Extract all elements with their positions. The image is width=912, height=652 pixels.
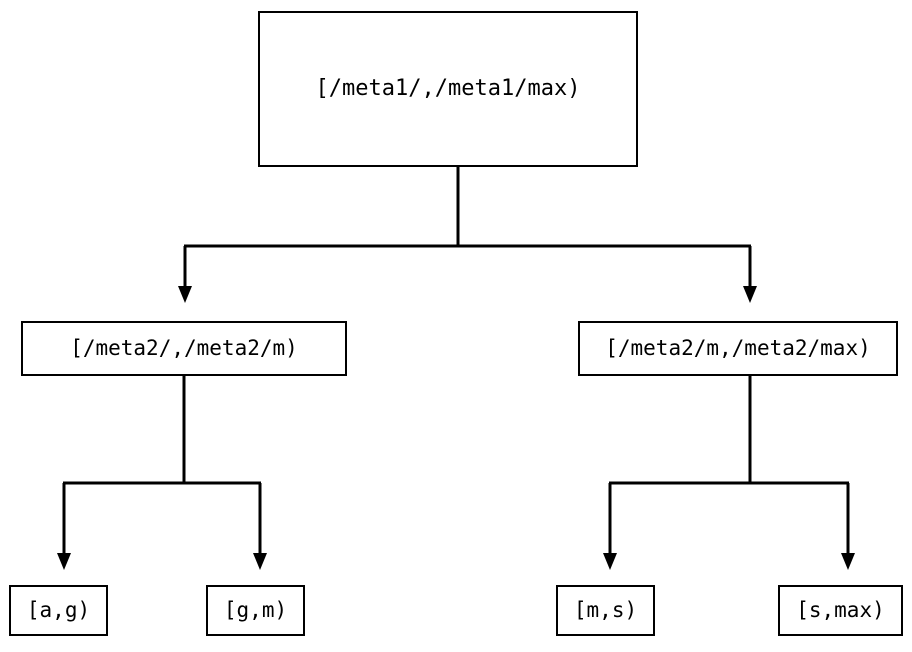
- tree-node-leaf-ms-label: [m,s): [573, 598, 638, 622]
- tree-node-root-label: [/meta1/,/meta1/max): [315, 76, 581, 101]
- tree-node-leaf-gm[interactable]: [g,m): [206, 585, 305, 636]
- arrowhead-meta2-low-to-ag: [57, 553, 71, 570]
- tree-node-meta2-low[interactable]: [/meta2/,/meta2/m): [21, 321, 347, 376]
- tree-node-root[interactable]: [/meta1/,/meta1/max): [258, 11, 638, 167]
- tree-node-leaf-ag[interactable]: [a,g): [9, 585, 108, 636]
- arrowhead-meta2-high-to-smax: [841, 553, 855, 570]
- tree-node-leaf-smax-label: [s,max): [796, 598, 885, 622]
- tree-node-leaf-smax[interactable]: [s,max): [778, 585, 903, 636]
- arrowhead-root-to-meta2-low: [178, 286, 192, 303]
- tree-node-meta2-high[interactable]: [/meta2/m,/meta2/max): [578, 321, 898, 376]
- tree-node-leaf-ms[interactable]: [m,s): [556, 585, 655, 636]
- tree-node-meta2-low-label: [/meta2/,/meta2/m): [70, 336, 298, 360]
- arrowhead-meta2-low-to-gm: [253, 553, 267, 570]
- tree-node-leaf-gm-label: [g,m): [223, 598, 288, 622]
- tree-node-meta2-high-label: [/meta2/m,/meta2/max): [605, 336, 871, 360]
- arrowhead-root-to-meta2-high: [743, 286, 757, 303]
- arrowhead-meta2-high-to-ms: [603, 553, 617, 570]
- tree-node-leaf-ag-label: [a,g): [26, 598, 91, 622]
